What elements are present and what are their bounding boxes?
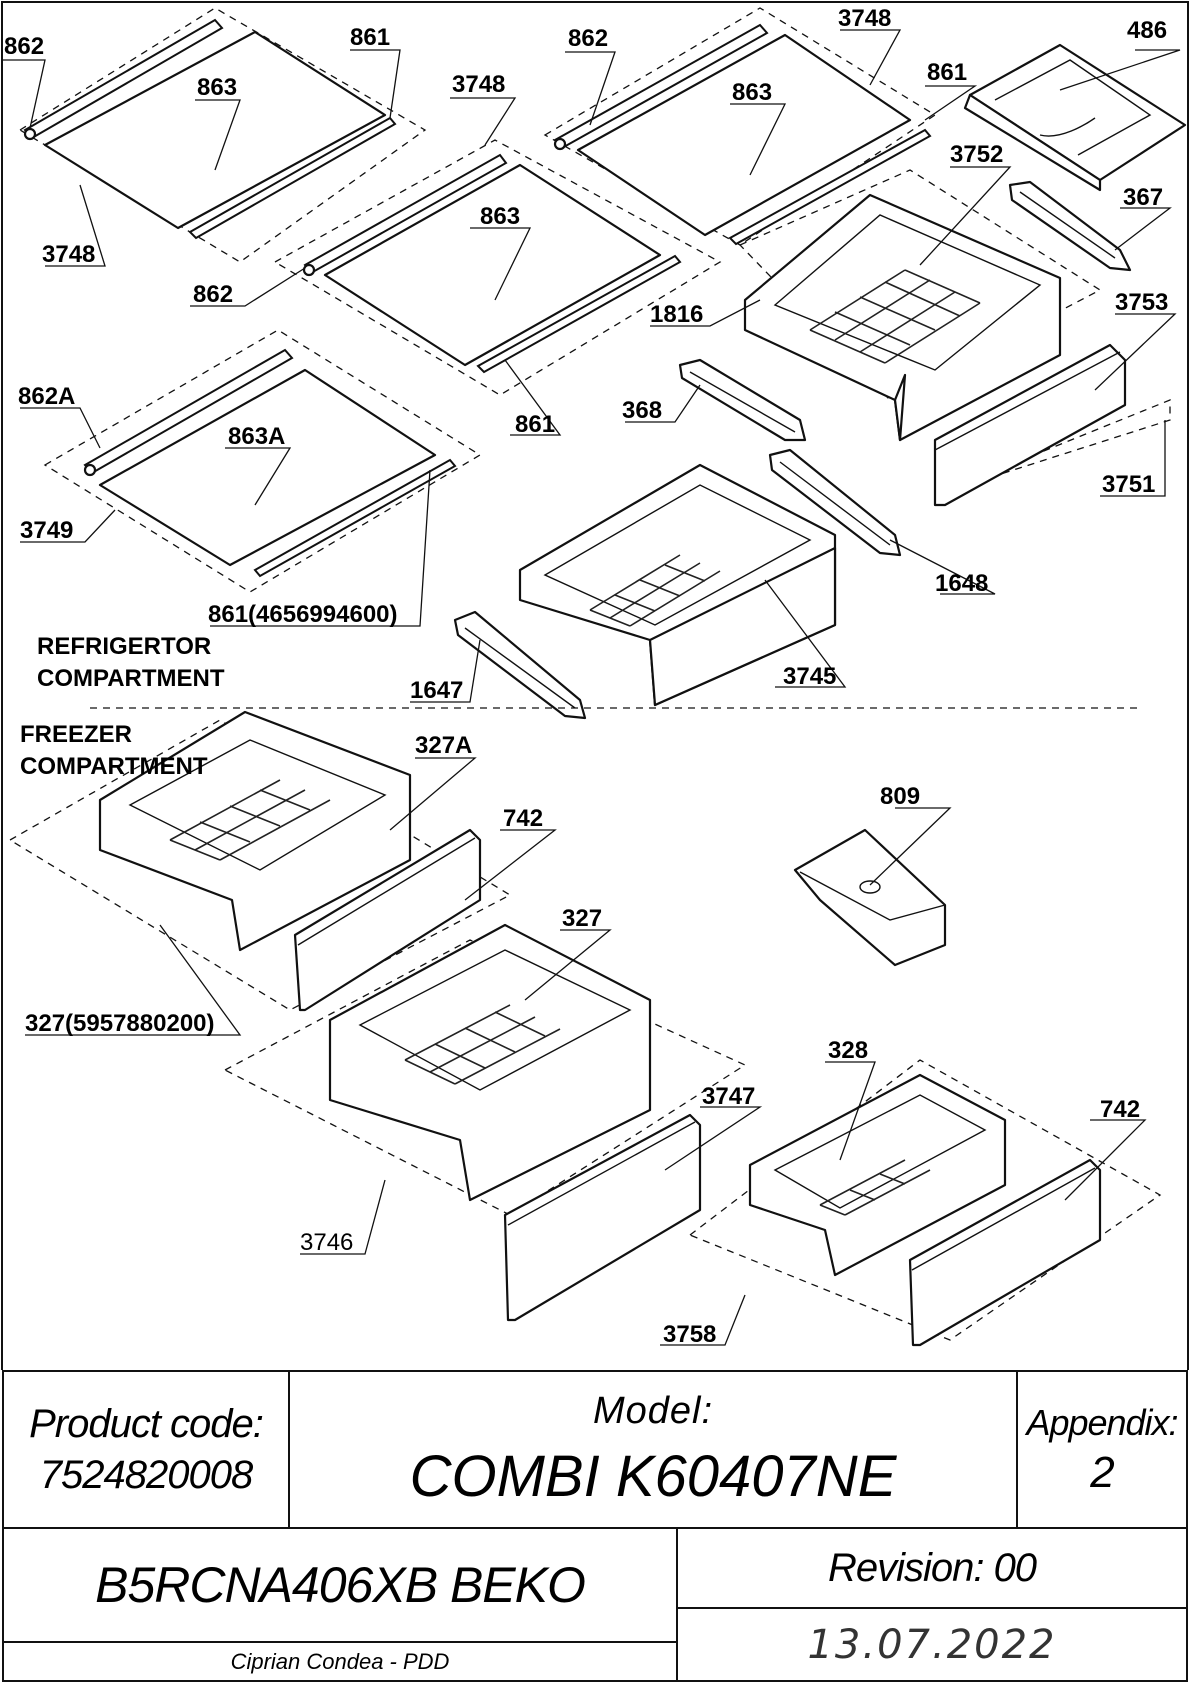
title-block: Product code: 7524820008 Model: COMBI K6… [2, 1370, 1188, 1682]
refrigerator-section-label: REFRIGERTOR COMPARTMENT [37, 633, 225, 692]
front-742-b [908, 1158, 1102, 1347]
label-327-long: 327(5957880200) [25, 1010, 215, 1037]
label-3753: 3753 [1115, 289, 1168, 316]
product-code-label: Product code: [29, 1401, 264, 1446]
label-327a: 327A [415, 732, 472, 759]
label-3745: 3745 [783, 663, 836, 690]
label-861: 861 [350, 24, 390, 51]
model-cell: Model: COMBI K60407NE [289, 1372, 1017, 1528]
label-368: 368 [622, 397, 662, 424]
label-863: 863 [197, 74, 237, 101]
drawer-3745 [518, 463, 837, 707]
part-486-tray [963, 43, 1187, 192]
date: 13.07.2022 [807, 1621, 1057, 1668]
model-label: Model: [592, 1389, 714, 1432]
label-3746: 3746 [300, 1229, 353, 1256]
label-3748: 3748 [452, 71, 505, 98]
leader-lines [2, 29, 1181, 1346]
label-861: 861 [927, 59, 967, 86]
label-861: 861 [515, 411, 555, 438]
drawer-327a [8, 710, 512, 1011]
label-327: 327 [562, 905, 602, 932]
author-cell: Ciprian Condea - PDD [4, 1642, 677, 1680]
date-cell: 13.07.2022 [677, 1608, 1186, 1680]
author: Ciprian Condea - PDD [230, 1648, 450, 1674]
shelf-glass-862a [43, 329, 482, 593]
label-367: 367 [1123, 184, 1163, 211]
product-name: B5RCNA406XB BEKO [95, 1557, 586, 1613]
label-3752: 3752 [950, 141, 1003, 168]
front-3747 [503, 1113, 702, 1322]
revision-cell: Revision: 00 [677, 1528, 1186, 1608]
label-742: 742 [1100, 1096, 1140, 1123]
part-1648-rail [768, 448, 902, 557]
shelf-glass-2 [273, 139, 722, 396]
label-1648: 1648 [935, 570, 988, 597]
label-809: 809 [880, 783, 920, 810]
revision: Revision: 00 [827, 1545, 1037, 1590]
label-862a: 862A [18, 383, 75, 410]
front-3753 [933, 343, 1171, 507]
label-3751: 3751 [1102, 471, 1155, 498]
part-1647-rail [453, 610, 587, 720]
product-code-cell: Product code: 7524820008 [4, 1372, 289, 1528]
label-861-long: 861(4656994600) [208, 601, 398, 628]
freezer-section-label: FREEZER COMPARTMENT [20, 721, 208, 780]
shelf-glass-3 [543, 7, 937, 246]
label-3758: 3758 [663, 1321, 716, 1348]
product-code-value: 7524820008 [39, 1452, 253, 1497]
label-328: 328 [828, 1037, 868, 1064]
label-3747: 3747 [702, 1083, 755, 1110]
label-486: 486 [1127, 17, 1167, 44]
drawer-328 [688, 1059, 1162, 1341]
appendix-label: Appendix: [1026, 1401, 1178, 1443]
exploded-parts-diagram: 862 861 863 3748 3748 862 863 862 3748 8… [1, 1, 1189, 1370]
label-863: 863 [732, 79, 772, 106]
label-742: 742 [503, 805, 543, 832]
part-367-rail [1008, 180, 1132, 272]
label-862: 862 [568, 25, 608, 52]
appendix-value: 2 [1090, 1447, 1115, 1497]
drawer-327 [223, 923, 747, 1216]
label-863: 863 [480, 203, 520, 230]
appendix-cell: Appendix: 2 [1017, 1372, 1186, 1528]
product-name-cell: B5RCNA406XB BEKO [4, 1528, 677, 1642]
label-1816: 1816 [650, 301, 703, 328]
label-1647: 1647 [410, 677, 463, 704]
label-3748: 3748 [42, 241, 95, 268]
part-368-rail [678, 358, 807, 442]
part-809-box [793, 828, 947, 967]
model-value: COMBI K60407NE [409, 1443, 897, 1509]
front-742-a [293, 828, 482, 1012]
label-3749: 3749 [20, 517, 73, 544]
label-863a: 863A [228, 423, 285, 450]
shelf-glass-1 [18, 7, 427, 263]
drawer-3752 [738, 169, 1102, 442]
label-862: 862 [193, 281, 233, 308]
label-3748: 3748 [838, 5, 891, 32]
label-862: 862 [4, 33, 44, 60]
